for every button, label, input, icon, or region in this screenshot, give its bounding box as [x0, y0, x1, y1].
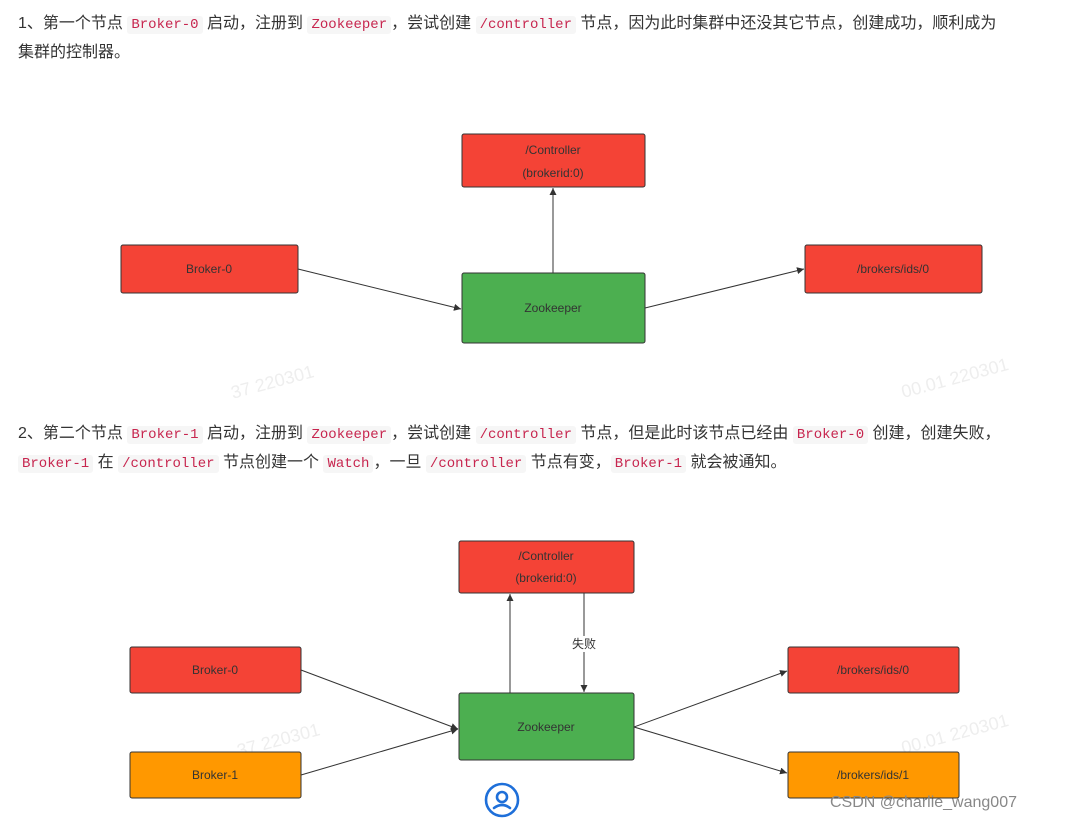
step2-text: 在: [93, 454, 119, 471]
step2-text: 2、第二个节点: [18, 425, 128, 442]
step2-text: 节点创建一个: [218, 454, 324, 471]
zookeeper-label: Zookeeper: [517, 720, 574, 734]
diagram-1: /Controller (brokerid:0) Broker-0 Zookee…: [120, 133, 983, 344]
fail-label-bg: [570, 636, 598, 652]
code-controller: /controller: [425, 455, 527, 473]
step2-text: ，尝试创建: [391, 425, 476, 442]
step1-paragraph: 1、第一个节点 Broker-0 启动，注册到 Zookeeper，尝试创建 /…: [18, 10, 1065, 67]
code-broker-1: Broker-1: [18, 455, 94, 473]
controller-node: [461, 133, 646, 188]
csdn-watermark: CSDN @charlie_wang007: [830, 794, 1017, 811]
edge-broker-0-to-zookeeper: [297, 268, 462, 311]
customer-service-icon: [484, 782, 520, 818]
controller-brokerid-label: (brokerid:0): [522, 166, 583, 180]
code-broker-0: Broker-0: [792, 426, 869, 444]
code-watch: Watch: [323, 455, 374, 473]
code-broker-1: Broker-1: [610, 455, 687, 473]
customer-service-button[interactable]: [484, 782, 520, 818]
brokers-ids-0-node: [804, 244, 983, 294]
code-broker-1: Broker-1: [127, 426, 203, 444]
step1-text: ，尝试创建: [391, 15, 476, 32]
controller-node: [458, 540, 635, 594]
edge-broker-1-to-zookeeper: [300, 727, 459, 776]
brokers-ids-1-node: [787, 751, 960, 799]
controller-brokerid-label: (brokerid:0): [515, 571, 576, 585]
diagram-2: /Controller (brokerid:0) Broker-0 Broker…: [129, 540, 960, 799]
controller-label: /Controller: [525, 143, 580, 157]
edge-zookeeper-to-ids-0: [644, 267, 805, 309]
code-controller: /controller: [475, 426, 576, 444]
broker-0-label: Broker-0: [186, 262, 232, 276]
fail-label: 失败: [572, 636, 596, 651]
brokers-ids-0-node: [787, 646, 960, 694]
broker-0-label: Broker-0: [192, 663, 238, 677]
controller-label: /Controller: [518, 549, 573, 563]
zookeeper-label: Zookeeper: [524, 301, 581, 315]
step1-text: 启动，注册到: [202, 15, 308, 32]
step1-text: 集群的控制器。: [18, 44, 131, 61]
edge-zookeeper-to-ids-0: [633, 670, 788, 728]
step2-paragraph: 2、第二个节点 Broker-1 启动，注册到 Zookeeper，尝试创建 /…: [18, 420, 1065, 478]
code-broker-0: Broker-0: [127, 16, 203, 34]
step1-text: 1、第一个节点: [18, 15, 128, 32]
code-zookeeper: Zookeeper: [307, 426, 392, 444]
code-controller: /controller: [118, 455, 219, 473]
step2-text: 就会被通知。: [686, 454, 787, 471]
step2-text: 节点有变，: [526, 454, 611, 471]
step2-text: 启动，注册到: [202, 425, 308, 442]
edge-broker-0-to-zookeeper: [300, 669, 459, 730]
broker-1-label: Broker-1: [192, 768, 238, 782]
brokers-ids-0-label: /brokers/ids/0: [857, 262, 929, 276]
code-zookeeper: Zookeeper: [307, 16, 392, 34]
step1-text: 节点，因为此时集群中还没其它节点，创建成功，顺利成为: [575, 15, 997, 32]
code-controller: /controller: [475, 16, 576, 34]
step2-text: 节点，但是此时该节点已经由: [575, 425, 793, 442]
brokers-ids-0-label: /brokers/ids/0: [837, 663, 909, 677]
step2-text: ，一旦: [373, 454, 426, 471]
brokers-ids-1-label: /brokers/ids/1: [837, 768, 909, 782]
step2-text: 创建，创建失败，: [868, 425, 1001, 442]
edge-zookeeper-to-ids-1: [633, 726, 788, 775]
